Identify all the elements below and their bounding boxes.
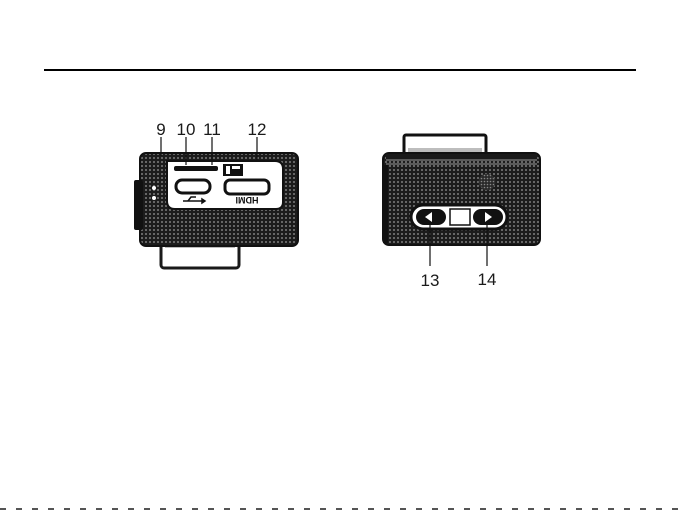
camera-side-view: HDMI 9 10 11 12 bbox=[134, 120, 298, 268]
hdmi-port bbox=[225, 180, 269, 194]
callout-14: 14 bbox=[478, 270, 497, 289]
camera-body-right bbox=[383, 153, 540, 245]
button-bar bbox=[411, 205, 507, 229]
speaker-grille-icon bbox=[479, 174, 495, 190]
callout-9: 9 bbox=[156, 120, 165, 139]
callout-12: 12 bbox=[248, 120, 267, 139]
hdmi-label: HDMI bbox=[236, 195, 259, 205]
callout-10: 10 bbox=[177, 120, 196, 139]
callout-13: 13 bbox=[421, 271, 440, 290]
usb-port bbox=[176, 180, 210, 193]
camera-top-view: 13 14 bbox=[383, 135, 540, 290]
microsd-card-icon bbox=[223, 164, 243, 176]
microsd-slot bbox=[174, 166, 218, 171]
side-clip bbox=[134, 180, 143, 230]
callout-11: 11 bbox=[203, 120, 221, 139]
